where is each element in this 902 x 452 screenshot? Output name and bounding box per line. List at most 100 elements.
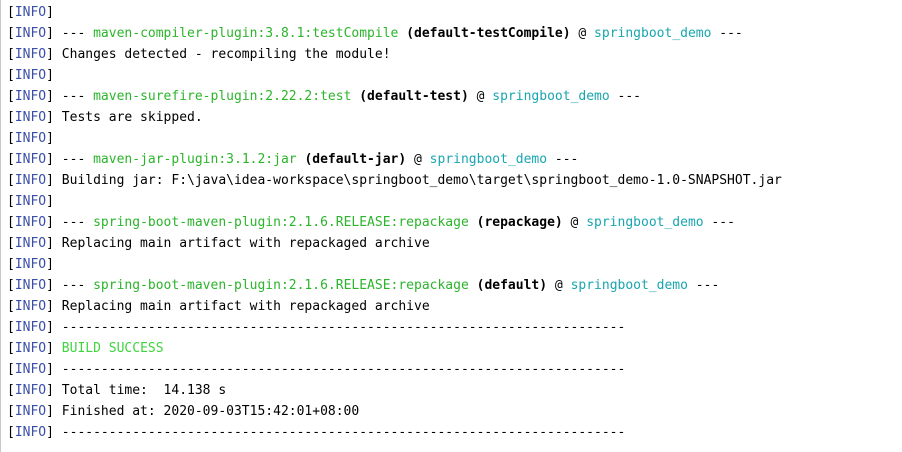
at-sign: @: [562, 215, 587, 230]
level-bracket-close: ]: [46, 404, 54, 419]
log-message: Finished at: 2020-09-03T15:42:01+08:00: [53, 404, 360, 419]
log-level-tag: INFO: [14, 26, 47, 41]
level-bracket-close: ]: [46, 131, 54, 146]
level-bracket-close: ]: [46, 362, 54, 377]
spacer: [54, 341, 62, 356]
log-level-tag: INFO: [14, 131, 47, 146]
at-sign: @: [468, 89, 493, 104]
plugin-goal: spring-boot-maven-plugin:2.1.6.RELEASE:r…: [93, 215, 469, 230]
level-bracket-close: ]: [46, 89, 54, 104]
level-bracket-open: [: [7, 299, 15, 314]
project-name: springboot_demo: [570, 278, 688, 293]
separator-dashes: ---: [53, 152, 94, 167]
log-message: Changes detected - recompiling the modul…: [53, 47, 391, 62]
log-line: [INFO] Finished at: 2020-09-03T15:42:01+…: [7, 401, 902, 422]
log-level-tag: INFO: [14, 320, 47, 335]
spacer: [398, 26, 406, 41]
build-status: BUILD SUCCESS: [61, 341, 164, 356]
level-bracket-close: ]: [46, 5, 54, 20]
level-bracket-open: [: [7, 362, 15, 377]
spacer: [469, 215, 477, 230]
project-name: springboot_demo: [594, 26, 712, 41]
execution-id: (default-testCompile): [406, 26, 571, 41]
log-message: Replacing main artifact with repackaged …: [53, 299, 430, 314]
log-level-tag: INFO: [14, 152, 47, 167]
project-name: springboot_demo: [492, 89, 610, 104]
plugin-goal: maven-surefire-plugin:2.22.2:test: [93, 89, 352, 104]
log-level-tag: INFO: [14, 425, 47, 440]
log-line: [INFO] ---------------------------------…: [7, 359, 902, 380]
log-message: ----------------------------------------…: [53, 320, 626, 335]
log-level-tag: INFO: [14, 257, 47, 272]
level-bracket-open: [: [7, 26, 15, 41]
level-bracket-close: ]: [46, 320, 54, 335]
at-sign: @: [547, 278, 571, 293]
separator-dashes: ---: [547, 152, 579, 167]
log-message: ----------------------------------------…: [53, 425, 626, 440]
at-sign: @: [570, 26, 595, 41]
log-message: Replacing main artifact with repackaged …: [53, 236, 430, 251]
separator-dashes: ---: [703, 215, 735, 230]
log-level-tag: INFO: [14, 341, 47, 356]
level-bracket-open: [: [7, 194, 15, 209]
log-level-tag: INFO: [14, 362, 47, 377]
level-bracket-open: [: [7, 152, 15, 167]
level-bracket-open: [: [7, 68, 15, 83]
plugin-goal: maven-jar-plugin:3.1.2:jar: [93, 152, 297, 167]
separator-dashes: ---: [53, 89, 94, 104]
separator-dashes: ---: [53, 278, 94, 293]
log-line: [INFO]: [7, 254, 902, 275]
log-line: [INFO] --- spring-boot-maven-plugin:2.1.…: [7, 275, 902, 296]
log-message: Tests are skipped.: [53, 110, 203, 125]
level-bracket-close: ]: [46, 341, 54, 356]
separator-dashes: ---: [711, 26, 743, 41]
spacer: [469, 278, 477, 293]
log-line: [INFO]: [7, 128, 902, 149]
log-line: [INFO] Replacing main artifact with repa…: [7, 233, 902, 254]
log-level-tag: INFO: [14, 5, 47, 20]
level-bracket-close: ]: [46, 383, 54, 398]
log-level-tag: INFO: [14, 215, 47, 230]
level-bracket-open: [: [7, 236, 15, 251]
level-bracket-open: [: [7, 5, 15, 20]
log-line: [INFO] ---------------------------------…: [7, 317, 902, 338]
level-bracket-open: [: [7, 110, 15, 125]
log-message: Building jar: F:\java\idea-workspace\spr…: [53, 173, 782, 188]
level-bracket-close: ]: [46, 152, 54, 167]
log-line: [INFO] Changes detected - recompiling th…: [7, 44, 902, 65]
project-name: springboot_demo: [429, 152, 548, 167]
level-bracket-close: ]: [46, 278, 54, 293]
level-bracket-close: ]: [46, 26, 54, 41]
execution-id: (default-test): [359, 89, 469, 104]
log-line: [INFO] Building jar: F:\java\idea-worksp…: [7, 170, 902, 191]
level-bracket-close: ]: [46, 173, 54, 188]
execution-id: (default): [476, 278, 548, 293]
level-bracket-open: [: [7, 383, 15, 398]
level-bracket-open: [: [7, 257, 15, 272]
log-line: [INFO] --- spring-boot-maven-plugin:2.1.…: [7, 212, 902, 233]
log-line: [INFO]: [7, 191, 902, 212]
level-bracket-close: ]: [46, 215, 54, 230]
separator-dashes: ---: [53, 26, 94, 41]
execution-id: (repackage): [476, 215, 563, 230]
separator-dashes: ---: [609, 89, 642, 104]
level-bracket-open: [: [7, 47, 15, 62]
level-bracket-close: ]: [46, 68, 54, 83]
level-bracket-open: [: [7, 320, 15, 335]
log-level-tag: INFO: [14, 194, 47, 209]
log-message: ----------------------------------------…: [53, 362, 626, 377]
level-bracket-open: [: [7, 215, 15, 230]
log-level-tag: INFO: [14, 173, 47, 188]
log-line: [INFO]: [7, 2, 902, 23]
plugin-goal: spring-boot-maven-plugin:2.1.6.RELEASE:r…: [93, 278, 469, 293]
log-level-tag: INFO: [14, 278, 47, 293]
separator-dashes: ---: [53, 215, 94, 230]
log-line: [INFO] Replacing main artifact with repa…: [7, 296, 902, 317]
level-bracket-close: ]: [46, 299, 54, 314]
project-name: springboot_demo: [586, 215, 704, 230]
log-level-tag: INFO: [14, 236, 47, 251]
log-line: [INFO] Tests are skipped.: [7, 107, 902, 128]
log-level-tag: INFO: [14, 299, 47, 314]
log-line: [INFO] --- maven-surefire-plugin:2.22.2:…: [7, 86, 902, 107]
